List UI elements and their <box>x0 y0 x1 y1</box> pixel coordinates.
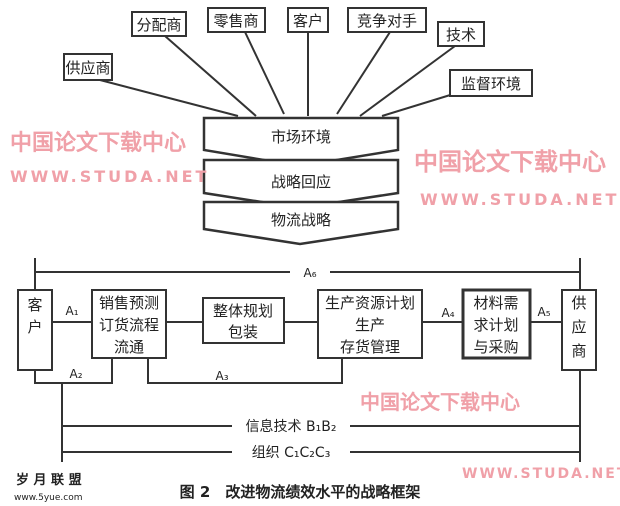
factor-box-supplier <box>63 53 113 81</box>
label-a6: A₆ <box>303 266 316 280</box>
factor-label: 零售商 <box>213 12 258 30</box>
logo-url: www.5yue.com <box>14 493 83 503</box>
watermark-url: WWW.STUDA.NET <box>462 466 620 482</box>
label-a1: A₁ <box>65 304 78 318</box>
label-a5: A₅ <box>537 305 550 319</box>
factor-label: 客户 <box>293 12 323 30</box>
supplier-label: 应 <box>571 318 586 336</box>
flow-box-production <box>317 289 423 359</box>
label-a2: A₂ <box>69 367 82 381</box>
sales-label: 流通 <box>114 338 144 356</box>
organization-label: 组织 C₁C₂C₃ <box>252 445 331 461</box>
factor-label: 供应商 <box>65 59 110 77</box>
planning-label: 包装 <box>228 323 258 341</box>
planning-label: 整体规划 <box>213 302 273 320</box>
factor-box-technology <box>437 21 485 47</box>
watermark-cn: 中国论文下载中心 <box>360 390 520 414</box>
production-label: 生产资源计划 <box>325 294 415 312</box>
factor-label: 竞争对手 <box>357 12 417 30</box>
info-tech-label: 信息技术 B₁B₂ <box>246 418 337 435</box>
material-label: 与采购 <box>473 338 518 356</box>
factor-label: 分配商 <box>136 16 181 34</box>
factor-box-competitor <box>347 7 427 33</box>
chevron-logistics-strategy <box>202 200 400 246</box>
supplier-label: 商 <box>571 342 586 360</box>
factor-label: 监督环境 <box>461 75 521 93</box>
label-a3: A₃ <box>215 369 228 383</box>
flow-lines <box>34 258 581 462</box>
watermark-cn: 中国论文下载中心 <box>10 130 186 156</box>
watermark-url: WWW.STUDA.NET <box>10 167 209 186</box>
customer-label: 客 <box>27 296 42 314</box>
label-a4: A₄ <box>441 306 454 320</box>
chevron-strategic-response <box>202 158 400 210</box>
sales-label: 订货流程 <box>99 316 159 334</box>
chevron-label: 市场环境 <box>271 128 331 146</box>
factor-box-regulation <box>449 69 533 97</box>
chevron-label: 物流战略 <box>271 211 331 229</box>
factor-connectors <box>99 31 461 117</box>
material-label: 求计划 <box>473 316 518 334</box>
flow-box-sales <box>91 289 167 359</box>
factor-box-customer <box>287 7 329 33</box>
flow-box-supplier <box>561 289 597 371</box>
flow-box-planning <box>202 297 285 344</box>
factor-box-retailer <box>207 7 266 33</box>
watermark-url: WWW.STUDA.NET <box>420 190 619 209</box>
chevron-label: 战略回应 <box>271 173 331 191</box>
production-label: 存货管理 <box>340 338 400 356</box>
customer-label: 户 <box>27 318 42 336</box>
sales-label: 销售预测 <box>99 294 159 312</box>
watermark-cn: 中国论文下载中心 <box>414 148 606 176</box>
production-label: 生产 <box>355 316 385 334</box>
flow-box-customer <box>17 289 53 371</box>
figure-caption: 图 2 改进物流绩效水平的战略框架 <box>180 483 421 501</box>
flow-box-material <box>461 288 532 360</box>
factor-box-distributor <box>131 11 187 37</box>
chevron-market-environment <box>202 116 400 168</box>
logo-name: 岁 月 联 盟 <box>16 472 82 488</box>
factor-label: 技术 <box>446 26 476 44</box>
material-label: 材料需 <box>473 294 518 312</box>
supplier-label: 供 <box>571 294 586 312</box>
